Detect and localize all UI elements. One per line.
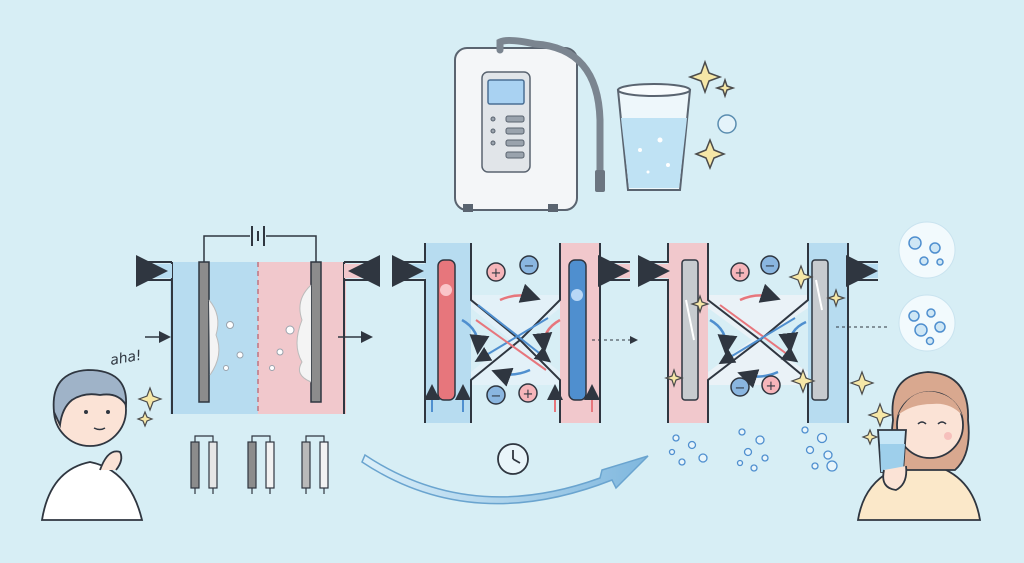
device-display xyxy=(487,79,525,105)
thinking-person: aha! xyxy=(40,348,144,521)
svg-text:−: − xyxy=(491,389,502,404)
plus-icon: + xyxy=(730,262,750,282)
speech-aha: aha! xyxy=(109,348,143,369)
electrode-red xyxy=(437,259,456,401)
electrode-clean-right xyxy=(811,259,829,401)
clock-icon xyxy=(497,443,529,475)
electrode-blue xyxy=(568,259,587,401)
electrode-clean-left xyxy=(681,259,699,401)
drinking-person xyxy=(856,371,982,521)
device-buttons xyxy=(490,115,525,159)
bubble-icon xyxy=(668,426,838,472)
battery-icon xyxy=(251,226,265,246)
svg-text:−: − xyxy=(735,381,746,396)
svg-text:+: + xyxy=(491,266,502,281)
bubble-icon xyxy=(717,114,737,134)
bubble-icon xyxy=(898,221,956,279)
plus-icon: + xyxy=(518,383,538,403)
sparkle-icon xyxy=(687,59,736,171)
svg-text:−: − xyxy=(765,259,776,274)
water-ionizer-device xyxy=(454,36,605,212)
minus-icon: − xyxy=(519,255,539,275)
water-glass xyxy=(616,83,692,191)
sparkle-icon xyxy=(136,386,163,428)
svg-text:−: − xyxy=(524,259,535,274)
sparkle-icon xyxy=(861,402,893,446)
panel-electrolysis-cell xyxy=(136,226,380,414)
plus-icon: + xyxy=(486,262,506,282)
plus-icon: + xyxy=(761,375,781,395)
minus-icon: − xyxy=(730,377,750,397)
bubble-icon xyxy=(898,294,956,352)
svg-text:+: + xyxy=(766,379,777,394)
spout-nozzle xyxy=(595,170,605,192)
panel-self-cleaning: + − − + xyxy=(638,243,878,423)
spout-hose xyxy=(496,36,604,179)
electrode-right xyxy=(310,261,322,403)
minus-icon: − xyxy=(760,255,780,275)
process-arrow xyxy=(361,453,649,505)
minus-icon: − xyxy=(486,385,506,405)
panel-active-electrolysis: + − − + xyxy=(392,243,630,423)
electrode-pair-icon xyxy=(247,435,275,494)
electrode-pair-icon xyxy=(190,435,218,494)
svg-text:+: + xyxy=(735,266,746,281)
electrode-left xyxy=(198,261,210,403)
electrode-pair-icon xyxy=(301,435,329,494)
sparkle-icon xyxy=(664,264,875,396)
svg-text:+: + xyxy=(523,387,534,402)
